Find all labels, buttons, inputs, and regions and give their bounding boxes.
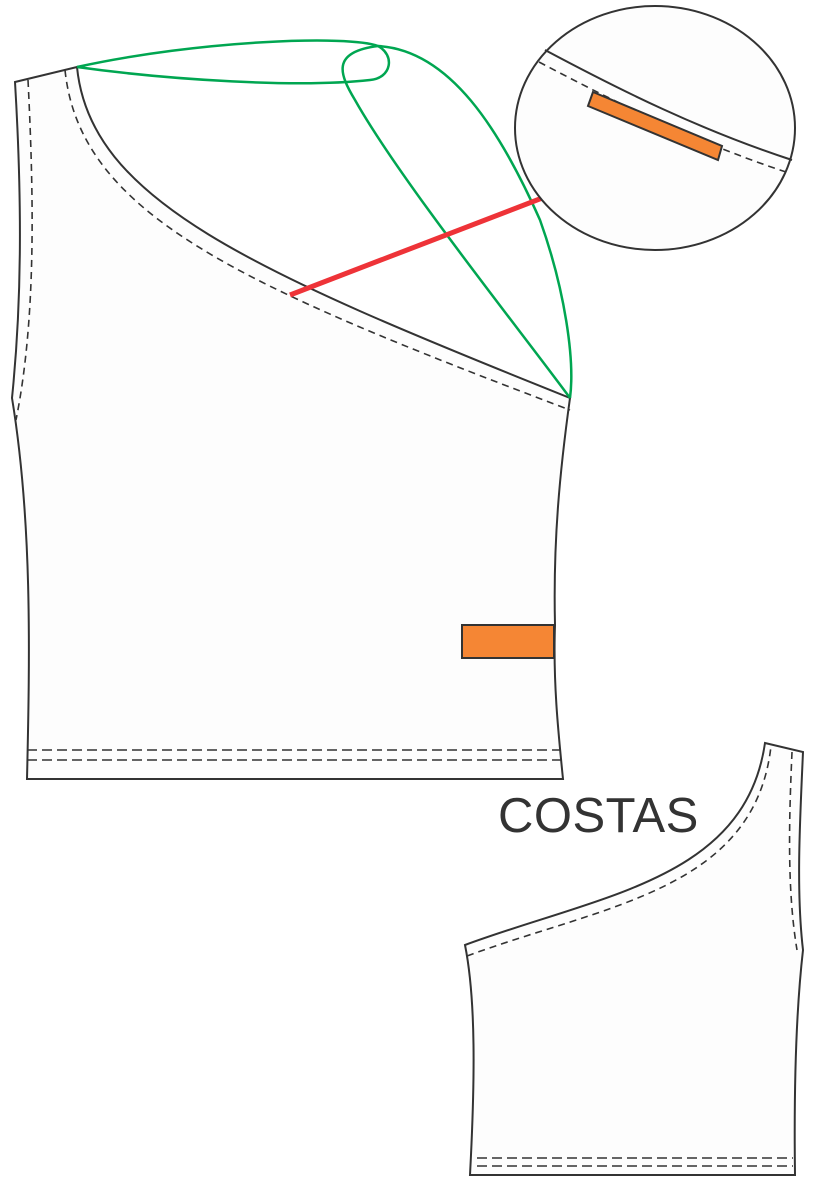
back-outline [463, 741, 805, 1176]
label-tag [461, 624, 555, 659]
front-outline [10, 65, 572, 780]
back-neck-stitch [466, 745, 772, 957]
front-neck-stitch [64, 69, 571, 411]
front-piece [10, 65, 572, 780]
back-piece [463, 741, 805, 1176]
back-side-stitch [788, 751, 798, 951]
back-view-label: COSTAS [498, 789, 699, 843]
inset-label-tag [586, 90, 724, 162]
detail-inset [514, 5, 796, 251]
strap [76, 39, 573, 399]
